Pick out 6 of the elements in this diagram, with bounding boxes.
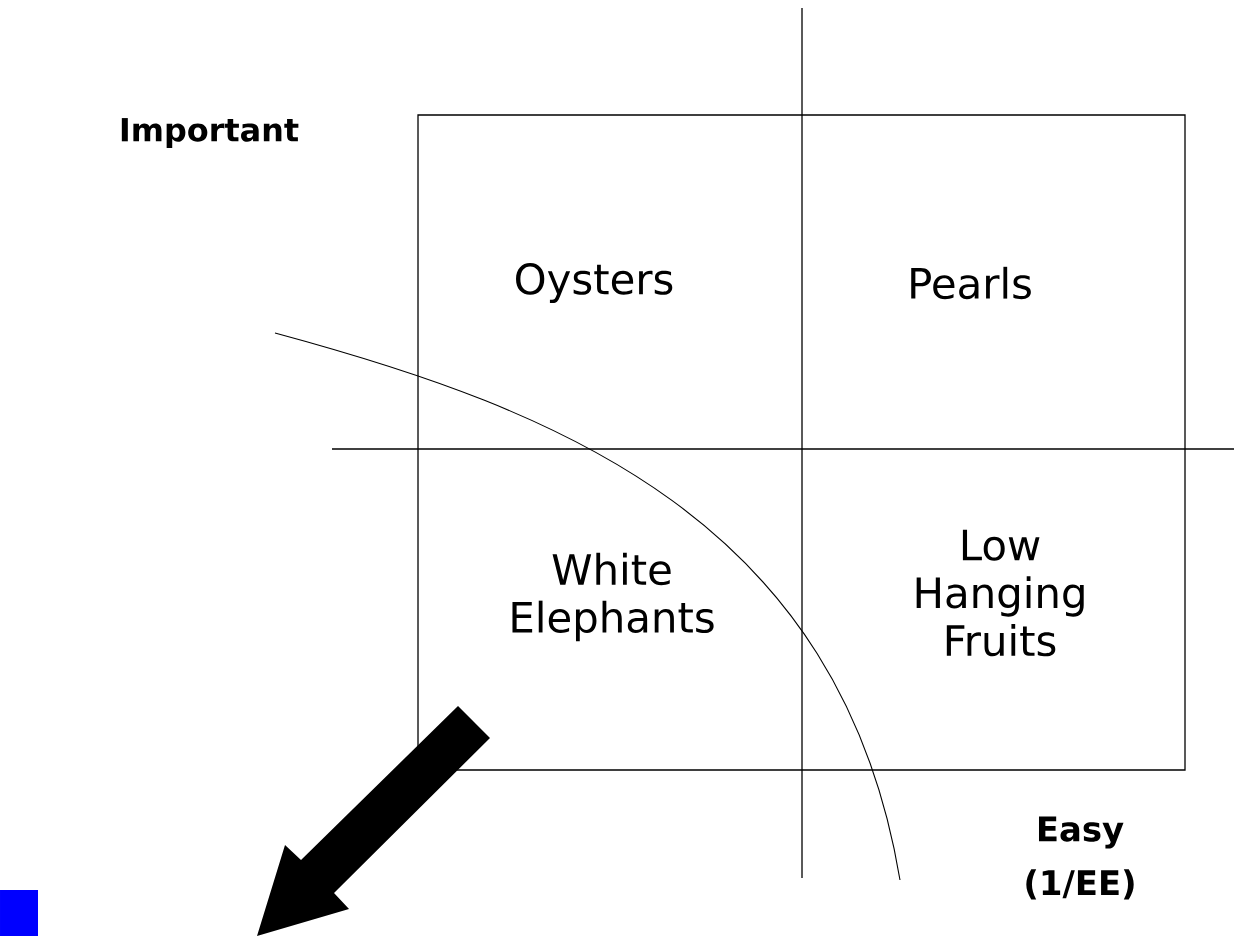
quadrant-label: Pearls [911,266,1031,300]
quadrant-label: Low Hanging Fruits [916,529,1084,657]
quadrant-label: White Elephants [512,552,714,642]
axis-label: Easy (1/EE) [1026,816,1134,900]
quadrant-label: Oysters [516,263,673,303]
axis-label: Important [121,118,299,148]
